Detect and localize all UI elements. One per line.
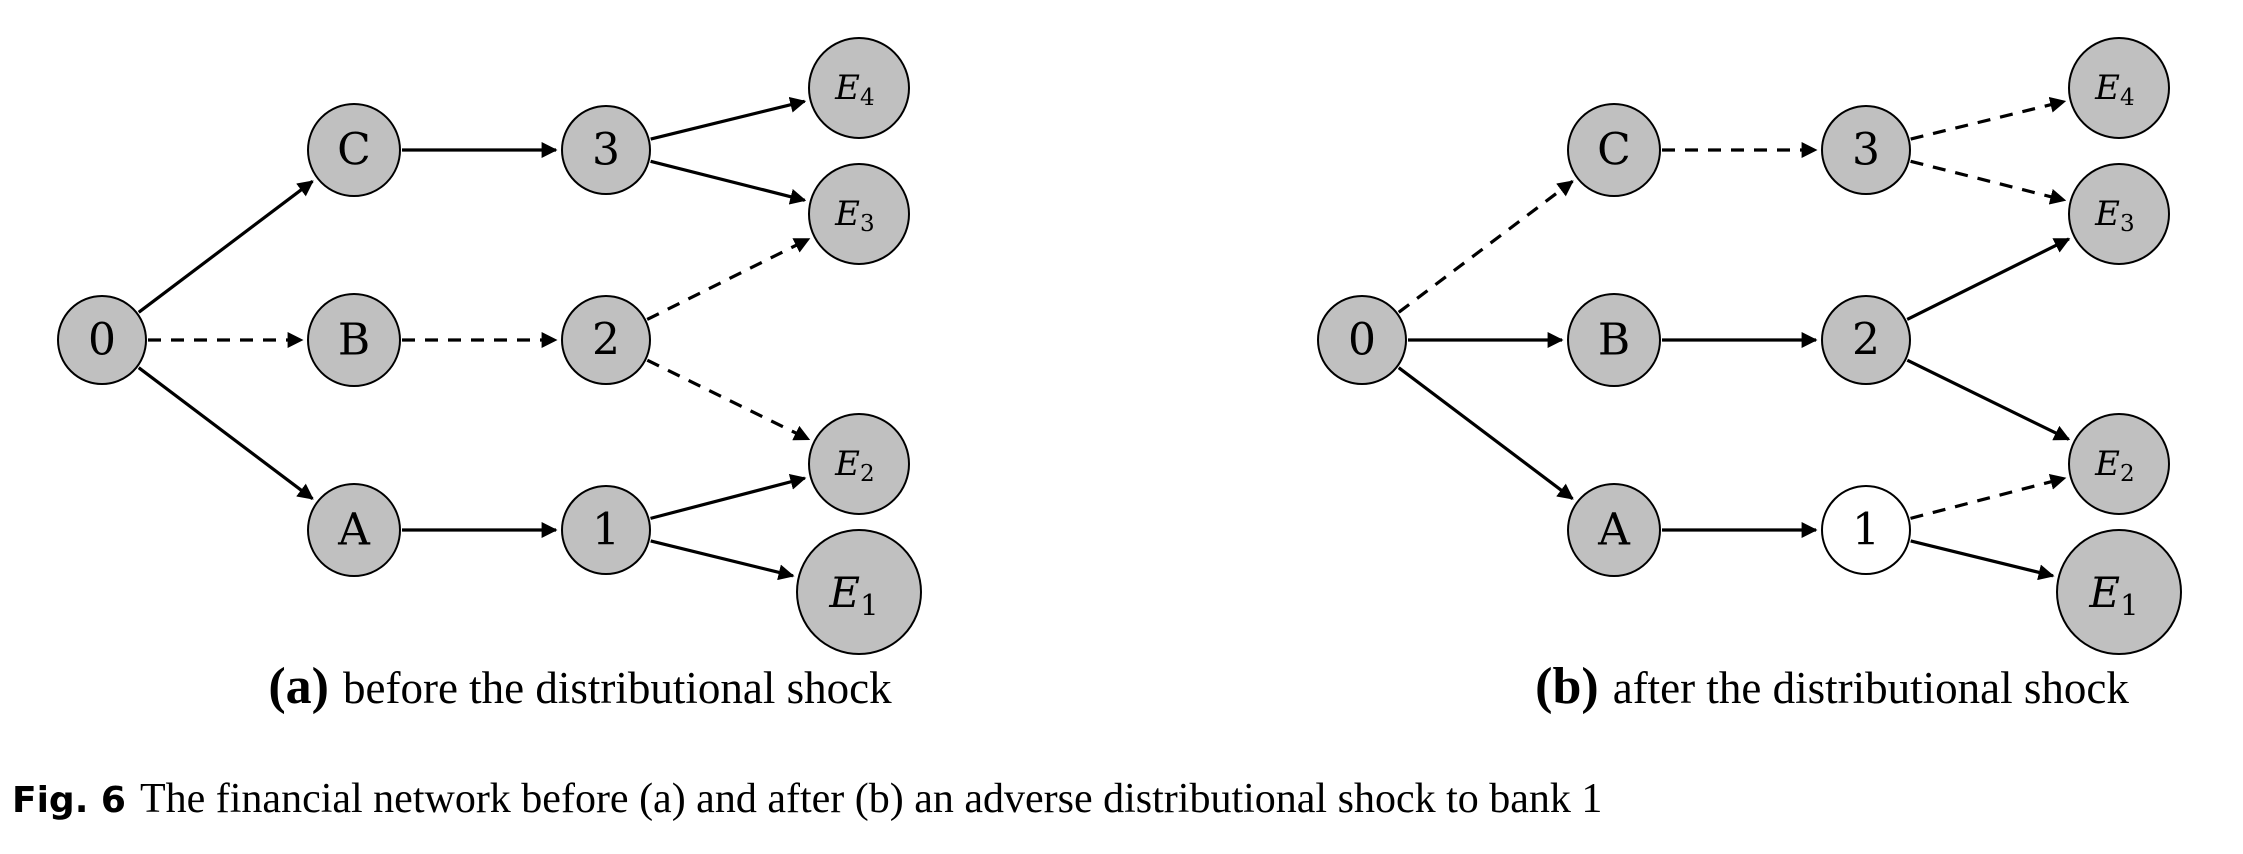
panel-a-node-2-label: 2	[592, 315, 620, 366]
panel-b-node-e3: E3	[2068, 163, 2170, 265]
panel-b-node-e2-circle	[2068, 413, 2170, 515]
panel-a-node-b: B	[307, 293, 401, 387]
panel-a-edge-2-to-e2	[646, 358, 811, 441]
panel-a-node-0-label: 0	[88, 315, 116, 366]
panel-b-node-1: 1	[1821, 485, 1911, 575]
panel-b-tag: (b)	[1535, 658, 1599, 715]
panel-b-node-e1-label: E1	[2088, 568, 2138, 623]
panel-b-edge-3-to-e3	[1910, 159, 2067, 205]
panel-a-node-3-circle	[561, 105, 651, 195]
panel-a-node-e2-label: E2	[834, 444, 874, 487]
panel-b-node-a-label: A	[1597, 505, 1631, 556]
panel-b-node-b-circle	[1567, 293, 1661, 387]
panel-b-edge-0-to-a	[1397, 366, 1574, 500]
panel-b-node-0-circle	[1317, 295, 1407, 385]
panel-a-node-b-circle	[307, 293, 401, 387]
panel-b-node-e1: E1	[2056, 529, 2182, 655]
panel-b-node-0-label: 0	[1348, 315, 1376, 366]
panel-a-node-2: 2	[561, 295, 651, 385]
panel-a-node-a: A	[307, 483, 401, 577]
panel-b-node-2-label: 2	[1852, 315, 1880, 366]
panel-b-edge-1-to-e1	[1910, 539, 2055, 581]
panel-a-node-3: 3	[561, 105, 651, 195]
figure-caption: Fig. 6 The financial network before (a) a…	[12, 775, 1602, 823]
panel-a-subcaption: (a) before the distributional shock	[268, 658, 892, 715]
panel-b-edge-1-to-e2	[1910, 474, 2067, 520]
panel-b-subcaption-text: after the distributional shock	[1613, 663, 2130, 713]
panel-b-node-a-circle	[1567, 483, 1661, 577]
panel-a-node-e1-circle	[796, 529, 922, 655]
panel-b-node-2: 2	[1821, 295, 1911, 385]
panel-b-node-c: C	[1567, 103, 1661, 197]
panel-a-node-0-circle	[57, 295, 147, 385]
panel-b-node-c-circle	[1567, 103, 1661, 197]
panel-b-node-1-circle	[1821, 485, 1911, 575]
panel-b-subcaption: (b) after the distributional shock	[1535, 658, 2129, 715]
panel-a-node-0: 0	[57, 295, 147, 385]
panel-b-node-b: B	[1567, 293, 1661, 387]
panel-a-node-e3-label: E3	[834, 194, 874, 237]
panel-b-node-1-label: 1	[1852, 505, 1880, 556]
panel-b-node-e4: E4	[2068, 37, 2170, 139]
panel-a-node-e2: E2	[808, 413, 910, 515]
panel-a-node-a-circle	[307, 483, 401, 577]
panel-a-node-e4: E4	[808, 37, 910, 139]
panel-a-node-e4-label: E4	[834, 68, 874, 111]
panel-a-node-e4-circle	[808, 37, 910, 139]
panel-b-node-e4-circle	[2068, 37, 2170, 139]
panel-a-node-e3-circle	[808, 163, 910, 265]
panel-b-edge-2-to-e3	[1906, 237, 2071, 321]
panel-b-edge-0-to-c	[1397, 180, 1574, 314]
panel-b-node-2-circle	[1821, 295, 1911, 385]
panel-a-edge-3-to-e4	[650, 96, 807, 141]
panel-a-node-e2-circle	[808, 413, 910, 515]
figure-caption-text: The financial network before (a) and aft…	[139, 776, 1603, 822]
panel-a-edge-1-to-e1	[650, 539, 795, 581]
panel-b-node-e3-label: E3	[2094, 194, 2134, 237]
panel-a-node-b-label: B	[338, 315, 370, 366]
panel-a-node-c: C	[307, 103, 401, 197]
panel-a-node-a-label: A	[337, 505, 371, 556]
panel-b-edge-2-to-e2	[1906, 358, 2071, 441]
panel-a-node-c-label: C	[337, 125, 371, 176]
panel-a-node-e1: E1	[796, 529, 922, 655]
panel-a-edge-3-to-e3	[650, 159, 807, 205]
panel-b-node-0: 0	[1317, 295, 1407, 385]
panel-a-node-e1-label: E1	[828, 568, 878, 623]
panel-a-node-3-label: 3	[592, 125, 620, 176]
panel-a-edge-0-to-c	[137, 180, 314, 314]
panel-b-node-c-label: C	[1597, 125, 1631, 176]
panel-a-edge-0-to-a	[137, 366, 314, 500]
panel-a-subcaption-text: before the distributional shock	[343, 663, 892, 713]
panel-a-node-c-circle	[307, 103, 401, 197]
panel-b-node-e2-label: E2	[2094, 444, 2134, 487]
panel-a-edge-1-to-e2	[650, 474, 807, 520]
panel-b-node-3-circle	[1821, 105, 1911, 195]
panel-a-node-1: 1	[561, 485, 651, 575]
panel-b-node-e4-label: E4	[2094, 68, 2134, 111]
panel-a-node-1-label: 1	[592, 505, 620, 556]
panel-b-node-b-label: B	[1598, 315, 1630, 366]
panel-b-node-3: 3	[1821, 105, 1911, 195]
panel-a-node-1-circle	[561, 485, 651, 575]
panel-b-node-e3-circle	[2068, 163, 2170, 265]
panel-a-edge-2-to-e3	[646, 237, 811, 321]
panel-b-node-e1-circle	[2056, 529, 2182, 655]
panel-a-node-e3: E3	[808, 163, 910, 265]
panel-a-node-2-circle	[561, 295, 651, 385]
panel-b-node-a: A	[1567, 483, 1661, 577]
panel-b-node-e2: E2	[2068, 413, 2170, 515]
figure-caption-label: Fig. 6	[12, 780, 126, 821]
panel-a-tag: (a)	[268, 658, 329, 715]
panel-b-edge-3-to-e4	[1910, 96, 2067, 141]
panel-b-node-3-label: 3	[1852, 125, 1880, 176]
